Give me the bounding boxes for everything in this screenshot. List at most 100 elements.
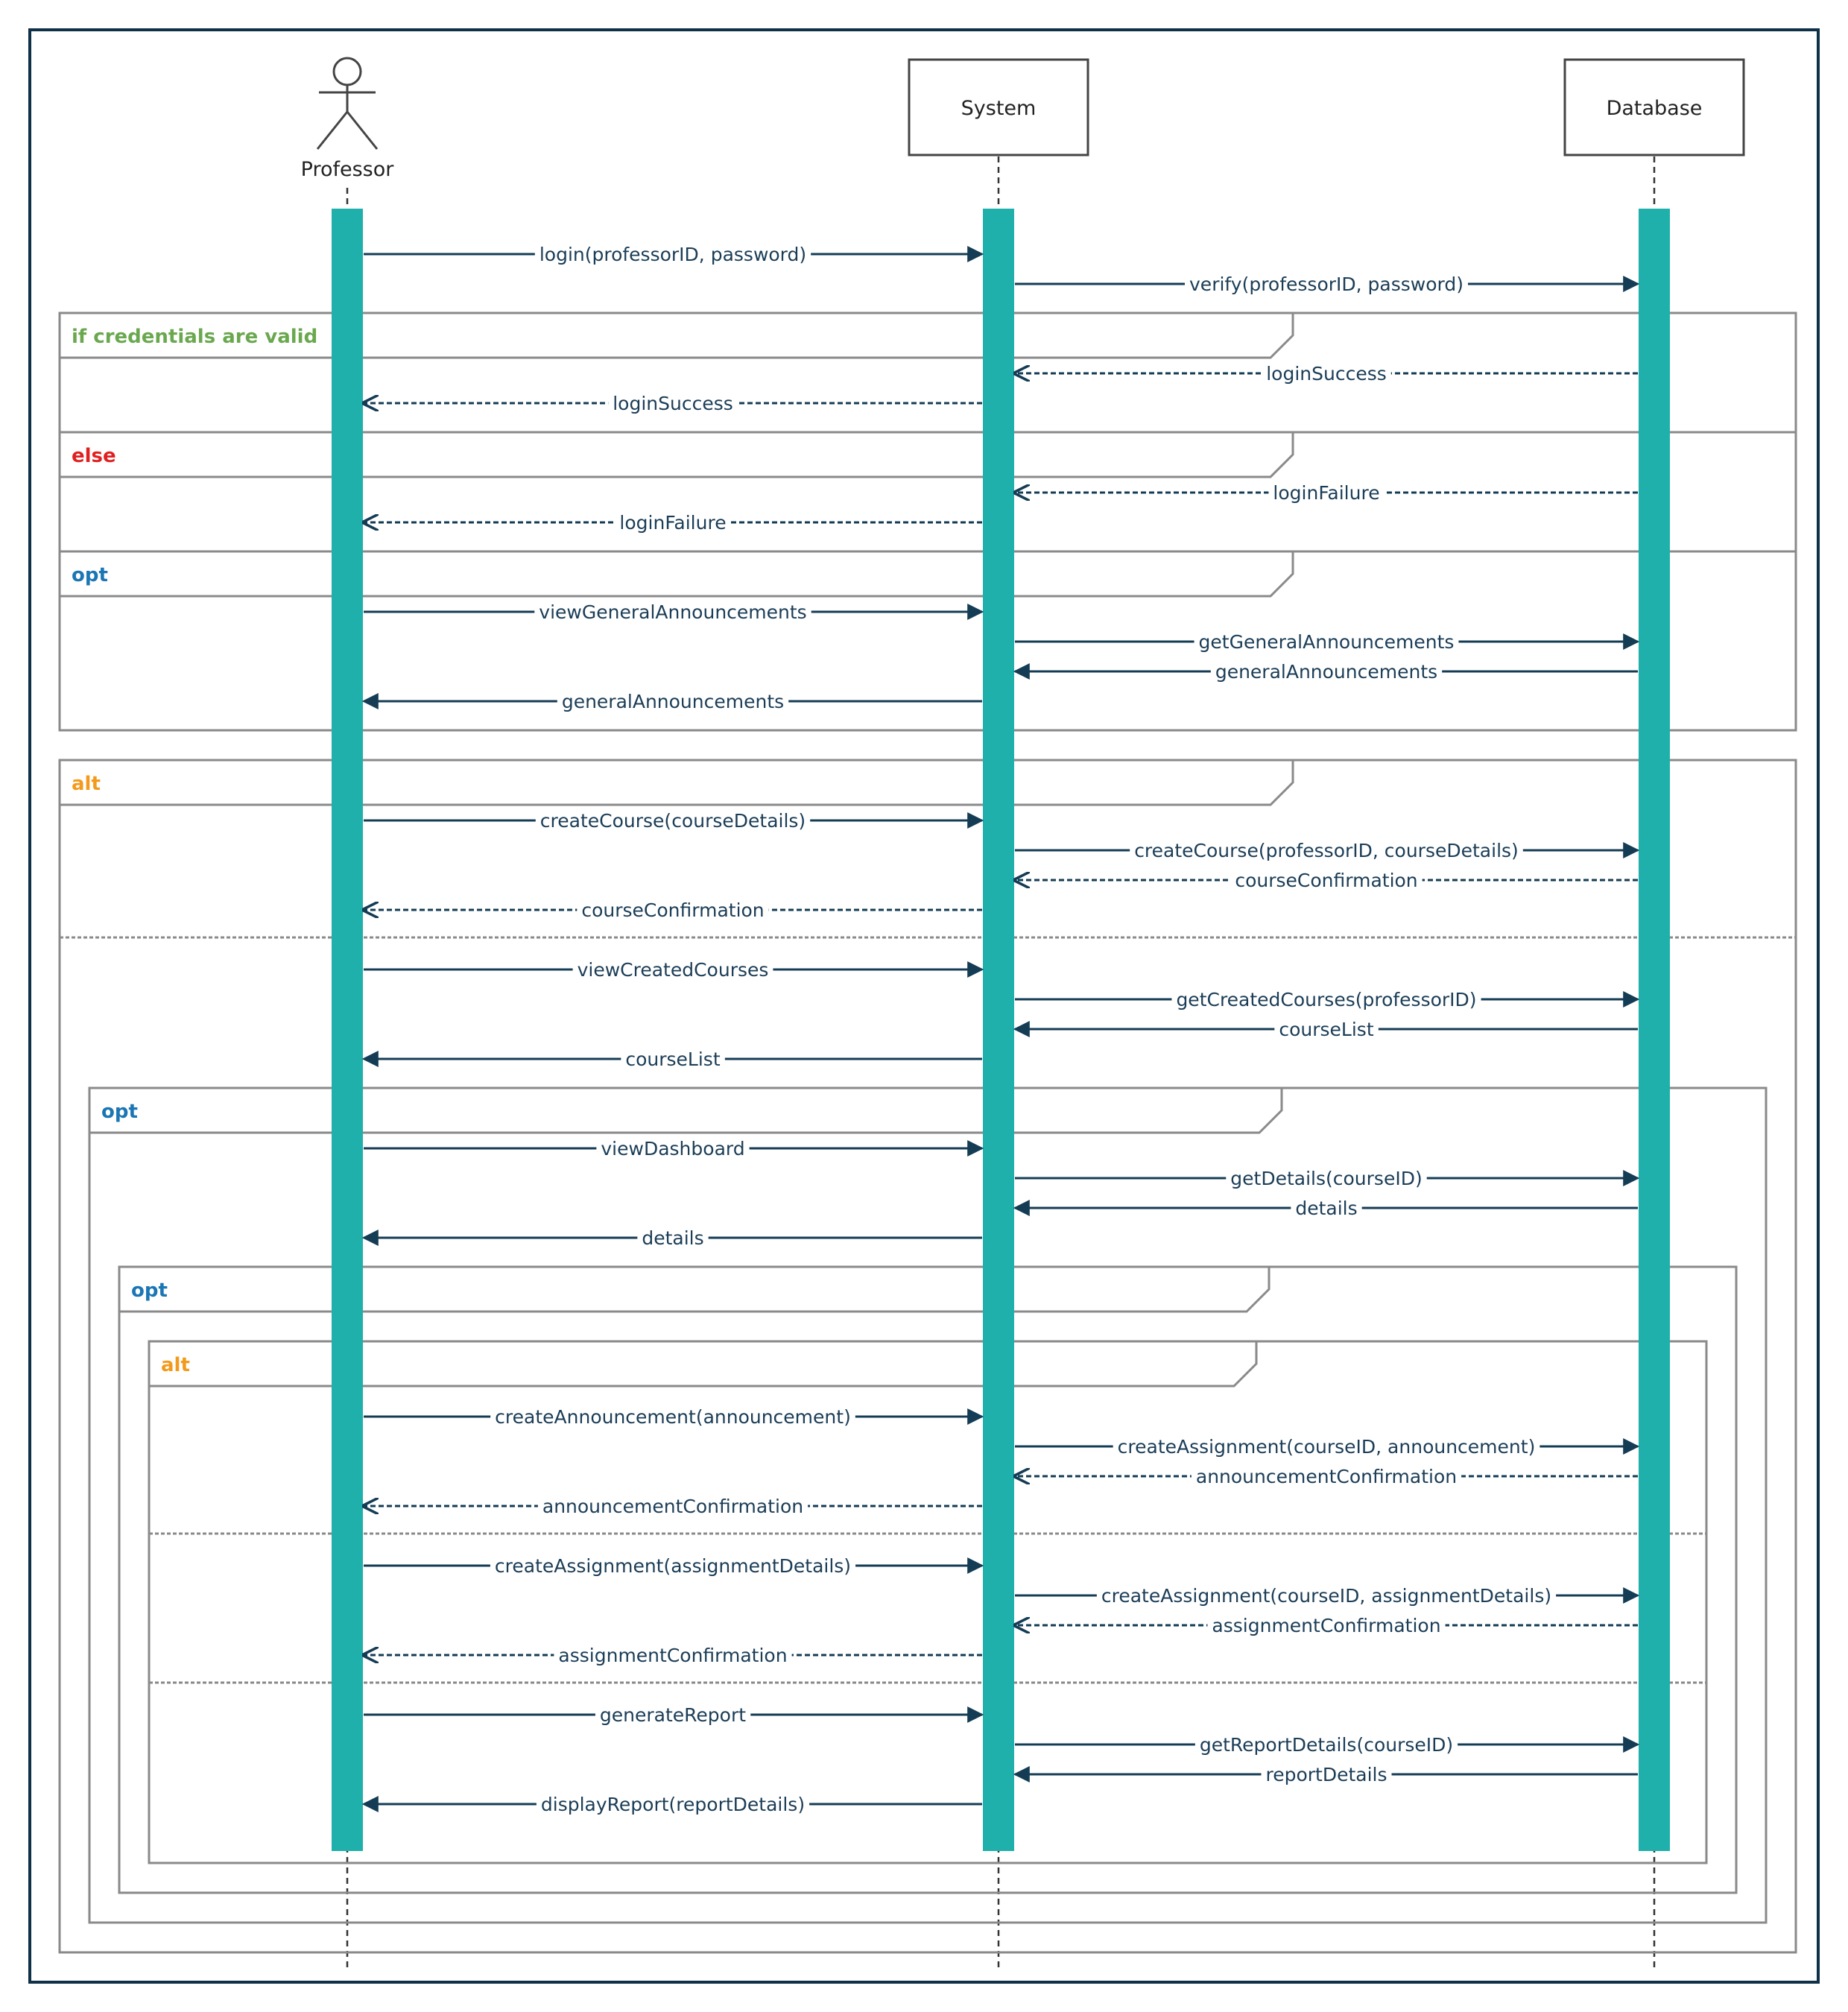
message: createCourse(professorID, courseDetails)	[1015, 838, 1640, 863]
message-label-bg	[637, 1226, 709, 1250]
message-label: getDetails(courseID)	[1230, 1168, 1422, 1189]
frame-header-tab	[60, 432, 1294, 478]
message: createCourse(courseDetails)	[364, 809, 984, 833]
message-label: createAnnouncement(announcement)	[495, 1406, 851, 1428]
message: courseList	[1013, 1017, 1638, 1042]
diagram-border	[28, 28, 1820, 1984]
message-label-bg	[490, 1554, 856, 1578]
message: courseConfirmation	[1015, 868, 1638, 893]
message-label: loginFailure	[1273, 482, 1379, 504]
frame-box	[148, 1340, 1708, 1864]
message: viewGeneralAnnouncements	[364, 600, 984, 624]
message-label-bg	[554, 1643, 792, 1668]
frame-header-tab	[60, 313, 1294, 359]
frame-box	[88, 1086, 1768, 1924]
frame-label: alt	[161, 1354, 190, 1376]
message-label: viewDashboard	[601, 1138, 744, 1160]
message-label-bg	[1096, 1584, 1557, 1608]
message-label-bg	[1274, 1017, 1379, 1042]
message-label: courseList	[1279, 1019, 1373, 1040]
message: getReportDetails(courseID)	[1015, 1733, 1640, 1757]
message-label: courseConfirmation	[1235, 870, 1417, 891]
activation-bars	[332, 209, 1670, 1851]
message-label: viewCreatedCourses	[578, 959, 769, 981]
message-label: generalAnnouncements	[1215, 661, 1437, 683]
message: viewCreatedCourses	[364, 958, 984, 982]
message-label-bg	[1226, 1166, 1427, 1191]
message-label-bg	[621, 1047, 725, 1072]
message: courseList	[361, 1047, 982, 1072]
message-label-bg	[615, 510, 731, 535]
message-label: loginFailure	[619, 512, 726, 534]
frame-box	[118, 1265, 1738, 1894]
messages: login(professorID, password)verify(profe…	[361, 242, 1640, 1817]
message-label-bg	[490, 1405, 855, 1429]
frame-label: opt	[101, 1101, 138, 1123]
message: reportDetails	[1013, 1762, 1638, 1787]
message: announcementConfirmation	[364, 1494, 982, 1519]
message-label: reportDetails	[1265, 1764, 1387, 1785]
message-label: createCourse(courseDetails)	[540, 810, 806, 832]
message: generateReport	[364, 1703, 984, 1727]
message-label: details	[1295, 1198, 1357, 1219]
message-label: announcementConfirmation	[1196, 1466, 1457, 1487]
message: details	[361, 1226, 982, 1250]
message: generalAnnouncements	[1013, 659, 1638, 684]
message-label-bg	[557, 689, 789, 714]
message-label-bg	[1194, 1733, 1458, 1757]
participant-system: System	[908, 58, 1089, 1967]
participant-database: Database	[1563, 58, 1745, 1967]
frame-header-tab	[60, 760, 1294, 806]
participant-name: Professor	[301, 158, 395, 181]
message-label-bg	[1185, 272, 1468, 297]
message: details	[1013, 1196, 1638, 1221]
message-label-bg	[1194, 630, 1459, 654]
message: getCreatedCourses(professorID)	[1015, 987, 1640, 1012]
message-label-bg	[608, 391, 738, 416]
message-label: getCreatedCourses(professorID)	[1176, 989, 1476, 1010]
message-label: viewGeneralAnnouncements	[539, 601, 806, 623]
message: createAssignment(courseID, announcement)	[1015, 1434, 1640, 1459]
message-label: generateReport	[600, 1704, 746, 1726]
message: loginSuccess	[1015, 361, 1638, 386]
message: verify(professorID, password)	[1015, 272, 1640, 297]
message-label-bg	[596, 1136, 750, 1161]
message-label: courseList	[625, 1048, 720, 1070]
message: createAssignment(assignmentDetails)	[364, 1554, 984, 1578]
activation-bar-database	[1639, 209, 1670, 1851]
frame-opt: opt	[118, 1265, 1738, 1894]
message-label: createCourse(professorID, courseDetails)	[1134, 840, 1519, 861]
message: createAnnouncement(announcement)	[364, 1405, 984, 1429]
frame-header-tab	[89, 1088, 1283, 1134]
message-label-bg	[1171, 987, 1481, 1012]
frame-alt: alt	[148, 1340, 1708, 1864]
message: assignmentConfirmation	[364, 1643, 982, 1668]
message: loginSuccess	[364, 391, 982, 416]
frames: if credentials are validelseoptaltoptopt…	[58, 311, 1797, 1954]
message: announcementConfirmation	[1015, 1464, 1638, 1489]
message-label-bg	[537, 1494, 808, 1519]
message-label: assignmentConfirmation	[1212, 1615, 1440, 1636]
message-label: createAssignment(courseID, announcement)	[1118, 1436, 1536, 1458]
message-label-bg	[1210, 659, 1443, 684]
message: loginFailure	[364, 510, 982, 535]
message-label: loginSuccess	[1266, 363, 1387, 385]
message-label-bg	[1268, 481, 1385, 505]
message-label: getReportDetails(courseID)	[1200, 1734, 1453, 1756]
participant-box	[908, 58, 1089, 156]
message-label-bg	[1291, 1196, 1362, 1221]
message-label-bg	[1230, 868, 1423, 893]
message: assignmentConfirmation	[1015, 1613, 1638, 1638]
participant-box	[1563, 58, 1745, 156]
message-label-bg	[536, 1792, 810, 1817]
frame-header-tab	[149, 1341, 1258, 1388]
activation-bar-system	[983, 209, 1014, 1851]
actor-figure-icon	[316, 57, 379, 150]
frame-label: else	[72, 445, 116, 467]
message: getGeneralAnnouncements	[1015, 630, 1640, 654]
message: displayReport(reportDetails)	[361, 1792, 982, 1817]
activation-bar-professor	[332, 209, 363, 1851]
message-label: getGeneralAnnouncements	[1199, 631, 1455, 653]
message-label-bg	[577, 898, 769, 923]
